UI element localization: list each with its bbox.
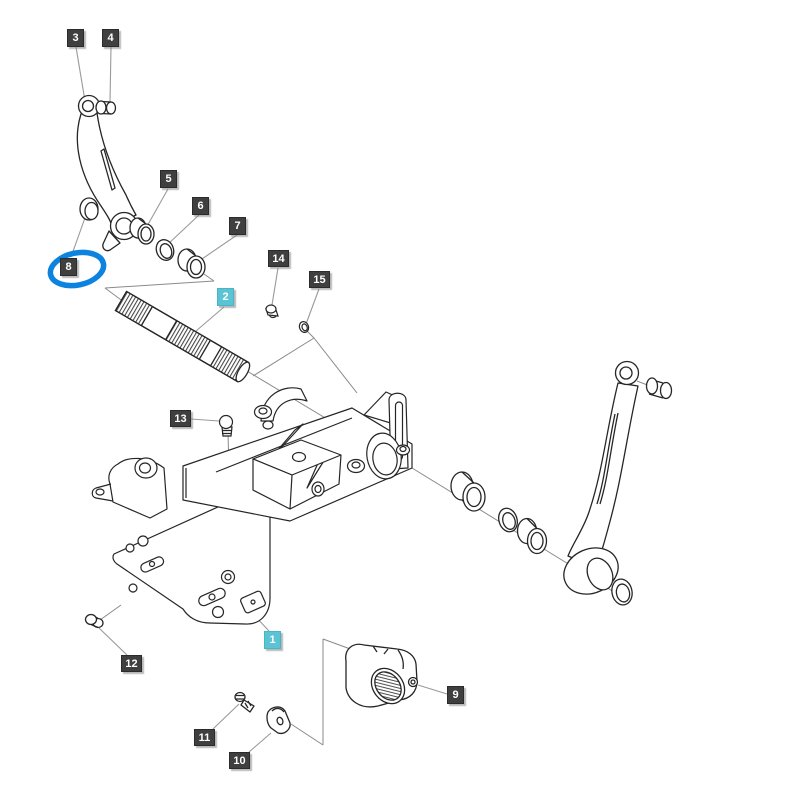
part-label-1-highlighted[interactable]: 1 [264,631,281,649]
part-label-3[interactable]: 3 [67,29,84,47]
part-label-12[interactable]: 12 [121,655,142,672]
o-ring-right-drawing [498,507,518,533]
bushing-5-drawing [129,217,155,245]
end-cap-drawing [645,377,673,400]
part-label-15[interactable]: 15 [309,271,330,288]
part-label-14[interactable]: 14 [268,250,289,267]
ball-plug-13-drawing [218,414,234,437]
part-label-13[interactable]: 13 [170,410,191,427]
part-label-9[interactable]: 9 [447,686,464,704]
plug-14-drawing [265,304,279,319]
highlight-ellipse [47,249,107,289]
clamp-plate-10-drawing [266,706,291,735]
hydraulic-housing-drawing [91,387,413,625]
snap-ring-right-drawing [611,578,633,606]
part-label-10[interactable]: 10 [229,752,250,769]
part-label-5[interactable]: 5 [160,170,177,188]
bushing-pin-4-drawing [95,100,117,115]
lift-arm-left-drawing [76,94,139,252]
part-label-8[interactable]: 8 [60,258,77,276]
part-label-7[interactable]: 7 [229,217,246,235]
lift-arm-right-drawing [563,360,640,595]
part-label-4[interactable]: 4 [102,29,119,47]
splined-hub-9-drawing [345,643,419,708]
part-label-2-highlighted[interactable]: 2 [217,288,234,306]
snap-ring-8-drawing [79,197,99,221]
bushing-right-outer-drawing [450,471,486,512]
lift-shaft-drawing [114,290,251,383]
part-label-11[interactable]: 11 [194,729,215,746]
o-ring-6-drawing [155,239,175,261]
bolt-11-drawing [234,691,255,713]
pin-12-drawing [84,613,104,629]
part-label-6[interactable]: 6 [192,197,209,215]
washer-15-drawing [298,321,310,333]
bushing-7-drawing [177,248,206,279]
bushing-right-inner-drawing [516,517,548,555]
